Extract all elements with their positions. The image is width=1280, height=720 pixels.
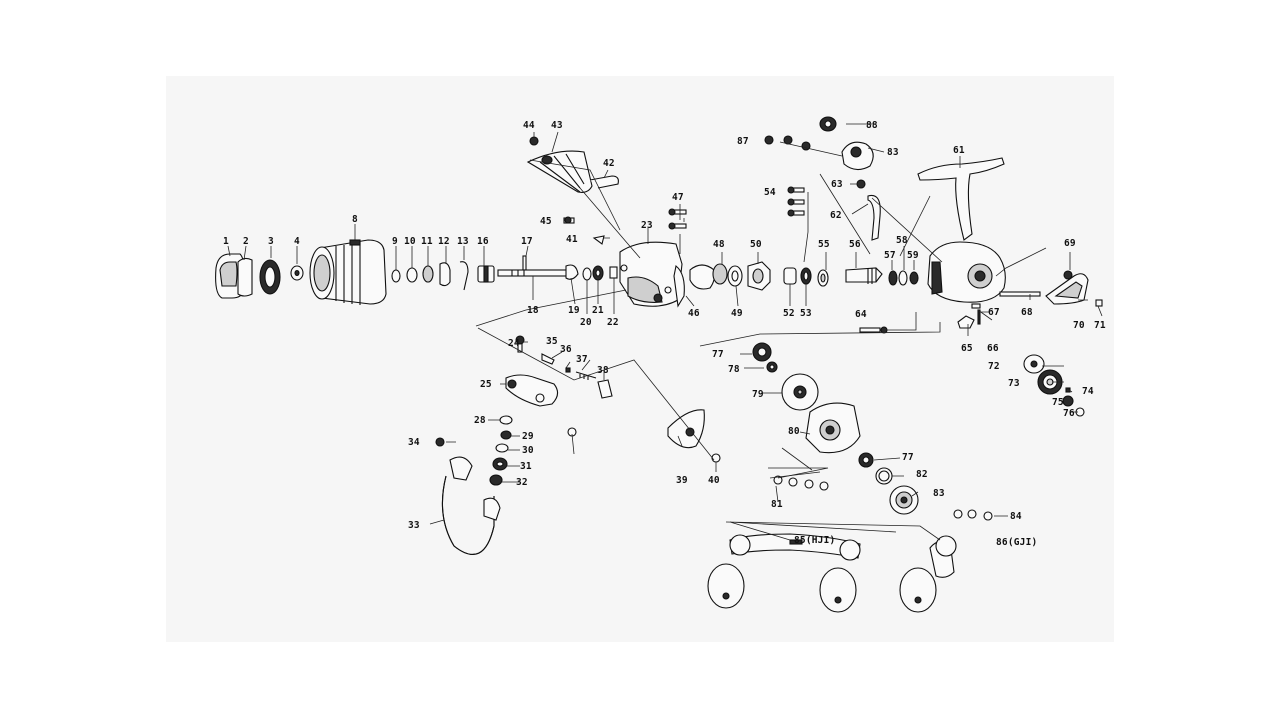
part-label-11: 11 (421, 236, 433, 247)
body-group (764, 116, 1103, 417)
part-label-80: 80 (788, 426, 800, 437)
gear-handle-group (707, 342, 993, 613)
part-label-41: 41 (566, 234, 578, 245)
part-label-85: 85(HJI) (794, 535, 835, 546)
part-label-87: 87 (737, 136, 749, 147)
part-label-63: 63 (831, 179, 843, 190)
part-label-86: 86(GJI) (996, 537, 1037, 548)
part-label-54: 54 (764, 187, 776, 198)
part-label-35: 35 (546, 336, 558, 347)
part-label-20: 20 (580, 317, 592, 328)
part-label-66: 66 (987, 343, 999, 354)
bail-arm-group (526, 136, 919, 308)
part-label-72: 72 (988, 361, 1000, 372)
part-label-83: 83 (933, 488, 945, 499)
part-label-38: 38 (597, 365, 609, 376)
spool-group (215, 239, 618, 305)
part-label-44: 44 (523, 120, 535, 131)
part-label-59: 59 (907, 250, 919, 261)
part-label-75: 75 (1052, 397, 1064, 408)
part-label-58: 58 (896, 235, 908, 246)
part-label-23: 23 (641, 220, 653, 231)
part-label-22: 22 (607, 317, 619, 328)
part-label-3: 3 (268, 236, 274, 247)
part-label-8: 8 (352, 214, 358, 225)
part-label-13: 13 (457, 236, 469, 247)
part-label-46: 46 (688, 308, 700, 319)
part-label-83-top: 83 (887, 147, 899, 158)
part-label-2: 2 (243, 236, 249, 247)
part-label-39: 39 (676, 475, 688, 486)
part-label-1: 1 (223, 236, 229, 247)
part-label-70: 70 (1073, 320, 1085, 331)
part-label-18: 18 (527, 305, 539, 316)
part-label-30: 30 (522, 445, 534, 456)
part-label-50: 50 (750, 239, 762, 250)
part-label-16: 16 (477, 236, 489, 247)
part-label-73: 73 (1008, 378, 1020, 389)
part-label-42: 42 (603, 158, 615, 169)
part-label-36: 36 (560, 344, 572, 355)
part-label-57: 57 (884, 250, 896, 261)
part-label-19: 19 (568, 305, 580, 316)
part-label-31: 31 (520, 461, 532, 472)
part-label-69: 69 (1064, 238, 1076, 249)
part-label-55: 55 (818, 239, 830, 250)
part-label-77b: 77 (902, 452, 914, 463)
part-label-45: 45 (540, 216, 552, 227)
part-label-47: 47 (672, 192, 684, 203)
part-label-34: 34 (408, 437, 420, 448)
part-label-52: 52 (783, 308, 795, 319)
part-label-49: 49 (731, 308, 743, 319)
line-roller-group (435, 335, 721, 555)
part-label-40: 40 (708, 475, 720, 486)
part-label-12: 12 (438, 236, 450, 247)
part-label-25: 25 (480, 379, 492, 390)
part-labels: 1 2 3 4 8 9 10 11 12 13 16 17 18 19 20 2… (223, 120, 1106, 548)
part-label-65: 65 (961, 343, 973, 354)
part-label-37: 37 (576, 354, 588, 365)
part-label-48: 48 (713, 239, 725, 250)
part-label-56: 56 (849, 239, 861, 250)
part-label-84: 84 (1010, 511, 1022, 522)
part-label-53: 53 (800, 308, 812, 319)
part-label-9: 9 (392, 236, 398, 247)
part-label-17: 17 (521, 236, 533, 247)
leader-lines (227, 123, 1103, 541)
part-label-79: 79 (752, 389, 764, 400)
part-label-76: 76 (1063, 408, 1075, 419)
part-label-77: 77 (712, 349, 724, 360)
part-label-29: 29 (522, 431, 534, 442)
part-label-71: 71 (1094, 320, 1106, 331)
part-label-4: 4 (294, 236, 300, 247)
part-label-78: 78 (728, 364, 740, 375)
part-label-21: 21 (592, 305, 604, 316)
part-label-81: 81 (771, 499, 783, 510)
part-label-10: 10 (404, 236, 416, 247)
part-label-68: 68 (1021, 307, 1033, 318)
part-label-82: 82 (916, 469, 928, 480)
part-label-88: 88 (866, 120, 878, 131)
part-label-43: 43 (551, 120, 563, 131)
part-label-74: 74 (1082, 386, 1094, 397)
part-label-24: 24 (508, 338, 520, 349)
part-label-61: 61 (953, 145, 965, 156)
part-label-62: 62 (830, 210, 842, 221)
part-label-67: 67 (988, 307, 1000, 318)
part-label-32: 32 (516, 477, 528, 488)
part-label-28: 28 (474, 415, 486, 426)
part-label-33: 33 (408, 520, 420, 531)
part-label-64: 64 (855, 309, 867, 320)
